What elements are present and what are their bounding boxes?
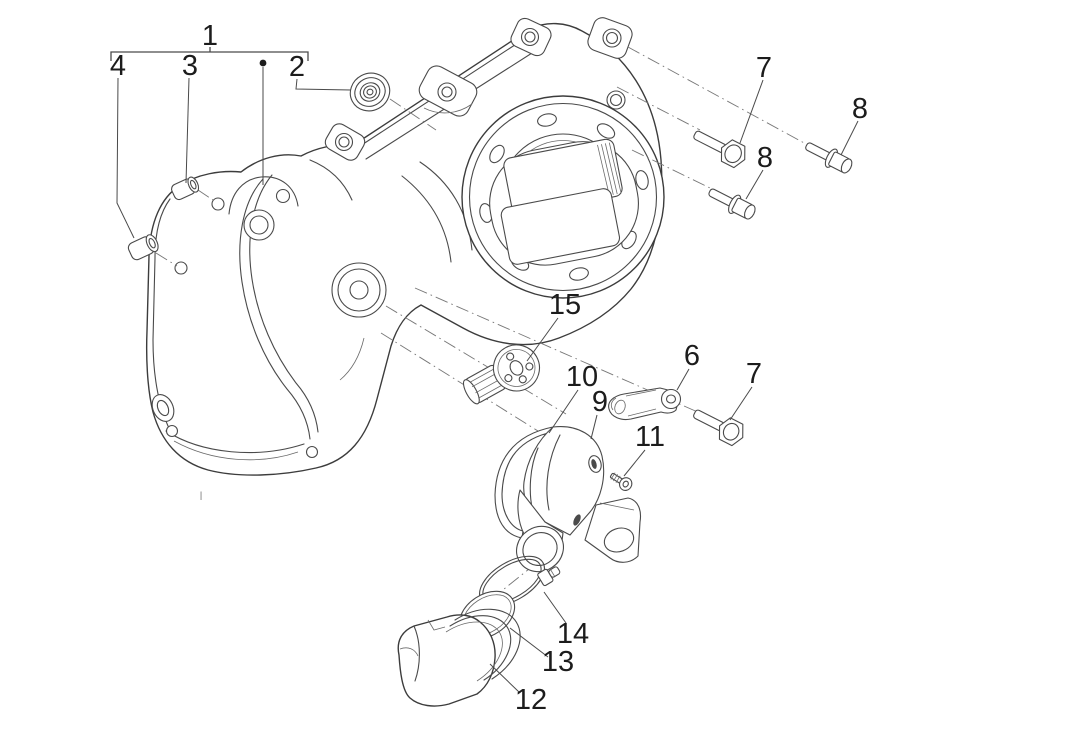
leader-callout-3 bbox=[185, 77, 190, 184]
pan-screw bbox=[609, 472, 633, 491]
callout-12: 12 bbox=[515, 684, 547, 716]
bushing-upper bbox=[171, 176, 200, 201]
hex-bolt-top bbox=[693, 130, 746, 169]
group-bracket bbox=[110, 51, 309, 61]
grommet-roller bbox=[349, 72, 391, 112]
bushing3-axis bbox=[197, 189, 217, 203]
leader-callout-12 bbox=[489, 663, 521, 694]
tick-mark: I bbox=[199, 489, 202, 503]
leader-callout-9 bbox=[590, 414, 598, 440]
callout-3: 3 bbox=[182, 50, 198, 82]
callout-8b: 8 bbox=[757, 142, 773, 174]
leader-callout-4 bbox=[116, 77, 135, 239]
leader-callout-2 bbox=[295, 78, 352, 91]
hex-bolt-right bbox=[693, 409, 744, 447]
callout-10: 10 bbox=[566, 361, 598, 393]
leader-callout-15 bbox=[526, 317, 559, 362]
callout-7b: 7 bbox=[746, 358, 762, 390]
hose-clamp bbox=[479, 555, 561, 607]
leader-lines bbox=[110, 47, 859, 694]
callout-11: 11 bbox=[635, 421, 665, 453]
callout-9: 9 bbox=[592, 386, 608, 418]
flanged-bolt-upper bbox=[805, 142, 853, 174]
leader-callout-14 bbox=[543, 591, 567, 624]
callout-6: 6 bbox=[684, 340, 700, 372]
callout-7a: 7 bbox=[756, 52, 772, 84]
bushing-lower bbox=[127, 234, 159, 261]
callout-4: 4 bbox=[110, 50, 126, 82]
bolt8-lower-axis bbox=[631, 149, 711, 189]
leader-callout-8b bbox=[745, 169, 764, 200]
grommet-axis bbox=[389, 98, 437, 131]
intake-cap bbox=[397, 608, 521, 707]
callout-13: 13 bbox=[542, 646, 574, 678]
assembly-dot bbox=[259, 59, 267, 67]
air-intake-cover bbox=[516, 425, 642, 573]
leader-callout-11 bbox=[623, 449, 646, 477]
inspection-window bbox=[489, 138, 639, 266]
inspection-plug bbox=[462, 344, 541, 405]
leader-callout-6 bbox=[676, 368, 690, 391]
clutch-boss-detail bbox=[461, 95, 665, 299]
flanged-bolt-lower bbox=[708, 188, 756, 220]
leader-callout-13 bbox=[509, 627, 549, 658]
plug-axis bbox=[385, 305, 567, 415]
crankcase-cover-drawing bbox=[145, 17, 665, 476]
leader-callout-7a bbox=[739, 79, 764, 144]
mounting-lugs bbox=[324, 17, 636, 161]
leader-callout-8a bbox=[840, 120, 859, 156]
callout-1: 1 bbox=[202, 20, 218, 52]
bolt7-top-axis bbox=[616, 86, 701, 131]
bushing4-axis bbox=[155, 252, 178, 267]
leader-callout-10 bbox=[548, 389, 579, 434]
callout-2: 2 bbox=[289, 51, 305, 83]
leader-callout-7b bbox=[729, 386, 753, 421]
callout-14: 14 bbox=[557, 618, 589, 650]
callout-8a: 8 bbox=[852, 93, 868, 125]
callout-15: 15 bbox=[549, 289, 581, 321]
kickstart-housing-detail bbox=[151, 174, 387, 461]
bolt8-upper-axis bbox=[627, 46, 807, 145]
bracket-lever bbox=[608, 387, 682, 421]
